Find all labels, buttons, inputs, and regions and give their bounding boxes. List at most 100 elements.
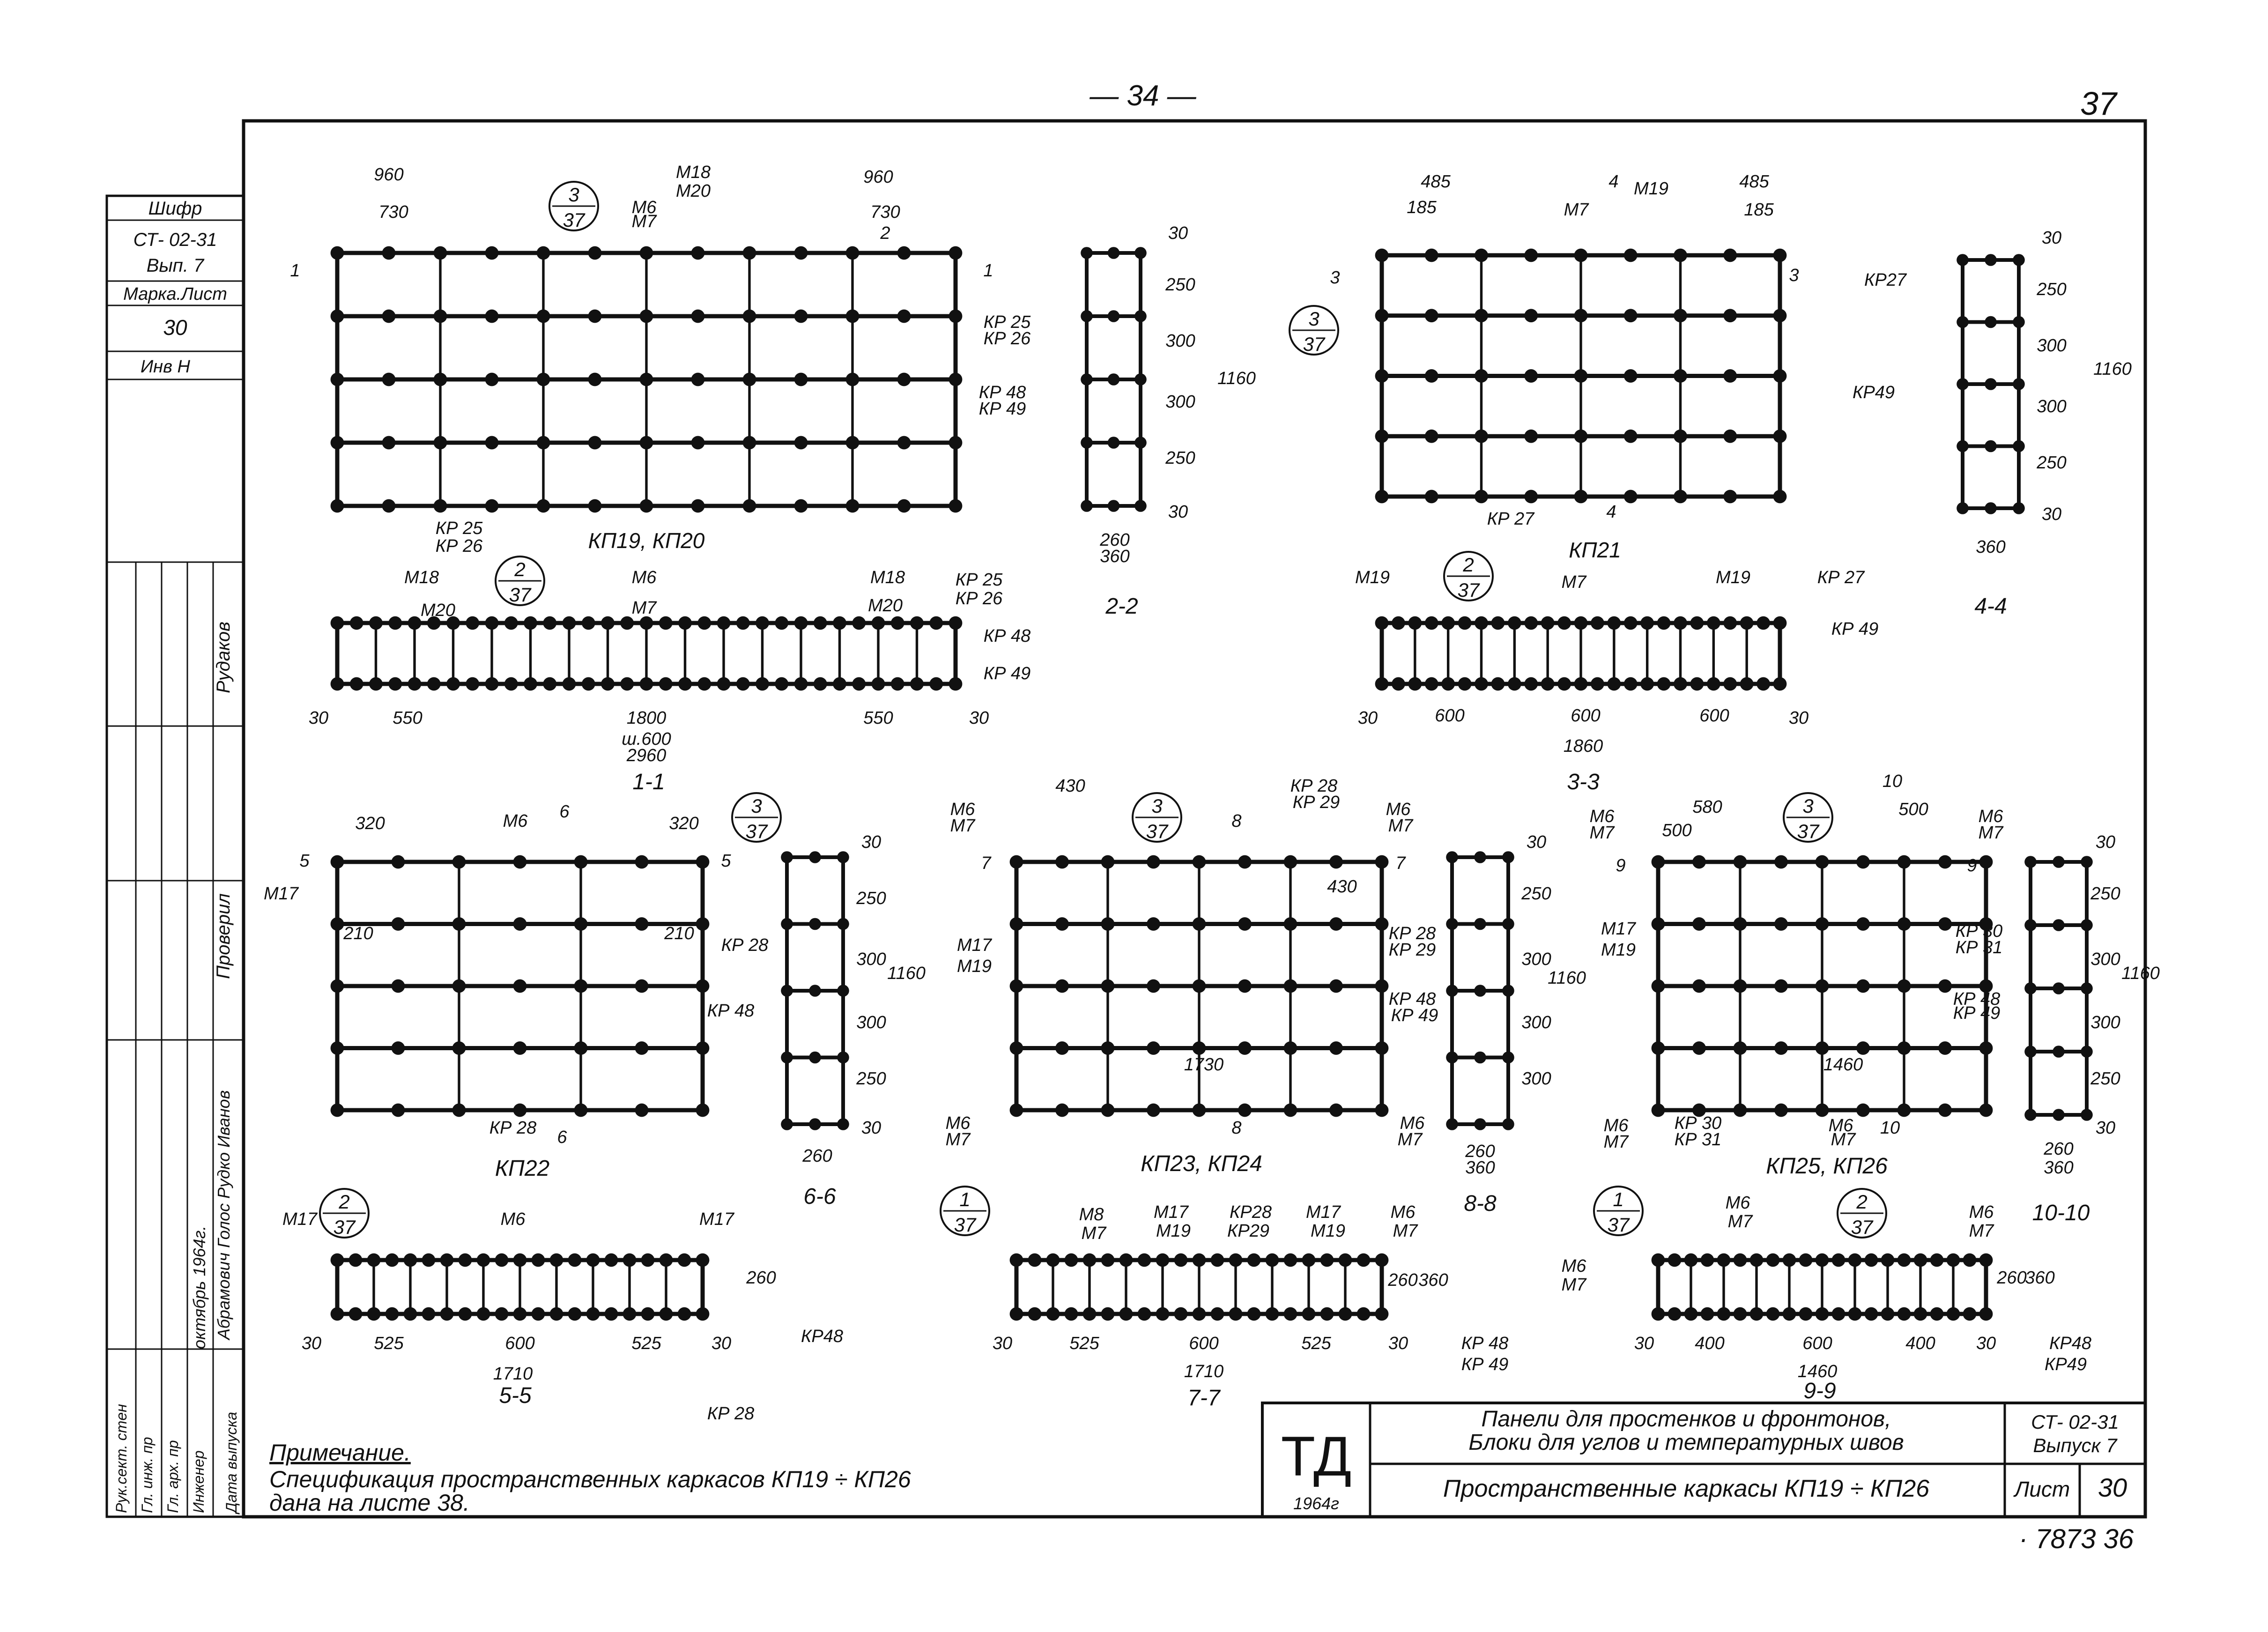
kp21-cage-node [1723,248,1737,262]
s99-cage-node [1717,1253,1731,1267]
s99-cage-node [1766,1307,1780,1321]
kp22-cage-node [696,855,710,869]
kp25-dim-label: КР 31 [1956,938,2003,957]
s1010-dim-label: 250 [2090,884,2120,904]
kp21-cage-node [1475,248,1488,262]
s99-dim-label: 30 [1634,1334,1654,1353]
s44-cage-node [1985,502,1997,514]
kp25-cage-node [1692,917,1706,931]
s11-cage-node [813,677,827,691]
s77-cage-node [1119,1253,1133,1267]
kp19-cage-node [897,246,911,260]
kp19-cage-node [897,309,911,323]
kp19-cage-node [485,436,499,450]
s33-cage-node [1441,616,1455,630]
s1010-dim-label: 30 [2096,1118,2115,1138]
s99-cage-node [1651,1307,1665,1321]
s99-dim-label: 400 [1695,1334,1724,1353]
s55-dim-label: КР 28 [707,1404,755,1424]
kp19-cage-node [639,499,653,513]
s11-cage-node [446,677,460,691]
s55-cage-node [385,1307,399,1321]
kp21-cage-node [1475,369,1488,383]
s99-cage-node [1782,1307,1796,1321]
s11-cage-node [833,677,846,691]
s55-dim-label: 600 [505,1334,534,1353]
s11-dim-label: 1800 [627,708,667,728]
s11-cage-node [659,677,673,691]
kp23-cage-node [1009,1041,1023,1055]
kp19-cage-node [845,499,860,513]
kp22-cage-node [513,979,527,993]
s11-cage-node [794,677,808,691]
s33-dim-label: М19 [1355,568,1390,587]
kp22-cage-node [452,917,466,931]
s44-dim-label: 360 [1976,537,2005,557]
kp21-cage-node [1574,309,1588,323]
s22-dim-label: 300 [1165,331,1195,351]
kp21-cage-node [1773,490,1787,504]
kp21-cage-node [1723,369,1737,383]
s99-callout2-circle [1837,1188,1887,1239]
kp22-cage-node [330,979,344,993]
s66-dim-label: 260 [802,1146,832,1166]
title-line-2: Блоки для углов и температурных швов [1468,1430,1904,1455]
s77-dim-label: 525 [1069,1334,1099,1353]
kp25-dim-label: М7 [1979,823,2004,843]
kp21-cage-node [1574,429,1588,443]
kp21-callout-circle [1289,305,1339,356]
kp25-callout-top: 3 [1802,795,1813,817]
kp23-dim-label: М7 [1398,1130,1423,1150]
s11-cage-node [775,616,789,630]
kp22-cage-node [391,979,405,993]
s11-cage-node [620,616,634,630]
s44-dim-label: 30 [2042,504,2061,524]
kp22-callout-circle [731,792,782,843]
s77-dim-label: 30 [993,1334,1012,1353]
kp21-cage-node [1375,369,1389,383]
s22-cage-node [1107,500,1120,512]
s11-dim-label: 550 [393,708,422,728]
kp22-cage-node [391,1103,405,1117]
kp23-cage-node [1375,855,1389,869]
kp23-cage-node [1329,917,1343,931]
s11-cage-node [369,677,383,691]
s33-cage-node [1591,677,1604,691]
kp25-cage-node [1692,979,1706,993]
kp21-caption: КП21 [1569,538,1621,562]
s44-dim-label: 1160 [2093,359,2132,379]
s88-dim-label: 300 [1521,1069,1551,1089]
s33-cage-node [1392,616,1405,630]
s99-cage-node [1848,1307,1862,1321]
s44-cage-node [1985,254,1997,266]
kp19-cage-node [330,499,344,513]
stamp-role-3: Гл. арх. пр [164,1440,181,1513]
kp25-dim-label: 1460 [1823,1055,1863,1075]
s11-dim-label: КР 48 [984,626,1031,646]
s77-cage-node [1174,1253,1188,1267]
s11-callout-bottom: 37 [509,584,532,606]
s99-cage-node [1668,1253,1682,1267]
s11-cage-node [871,616,885,630]
s66-dim-label: 300 [856,1013,886,1032]
s88-cage-node [1502,985,1514,997]
s11-dim-label: КР 49 [984,664,1031,683]
s33-callout-circle [1443,551,1494,601]
s77-dim-label: М6 [1391,1202,1416,1222]
kp23-cage-node [1147,917,1160,931]
s77-cage-node [1265,1253,1279,1267]
s33-callout-bottom: 37 [1458,579,1480,601]
kp19-cage-node [949,246,963,260]
s33-cage-node [1375,677,1389,691]
kp21-cage-node [1375,490,1389,504]
s11-cage-node [756,616,769,630]
s66-cage-node [809,985,821,997]
stamp-role-4: Инженер [190,1450,207,1513]
s77-dim-label: КР 48 [1461,1334,1509,1353]
kp21-cage-node [1674,248,1687,262]
s1010-dim-label: 300 [2090,1013,2120,1032]
s33-cage-node [1591,616,1604,630]
kp23-dim-label: М6 [946,1113,971,1133]
s55-callout-bottom: 37 [334,1216,356,1238]
